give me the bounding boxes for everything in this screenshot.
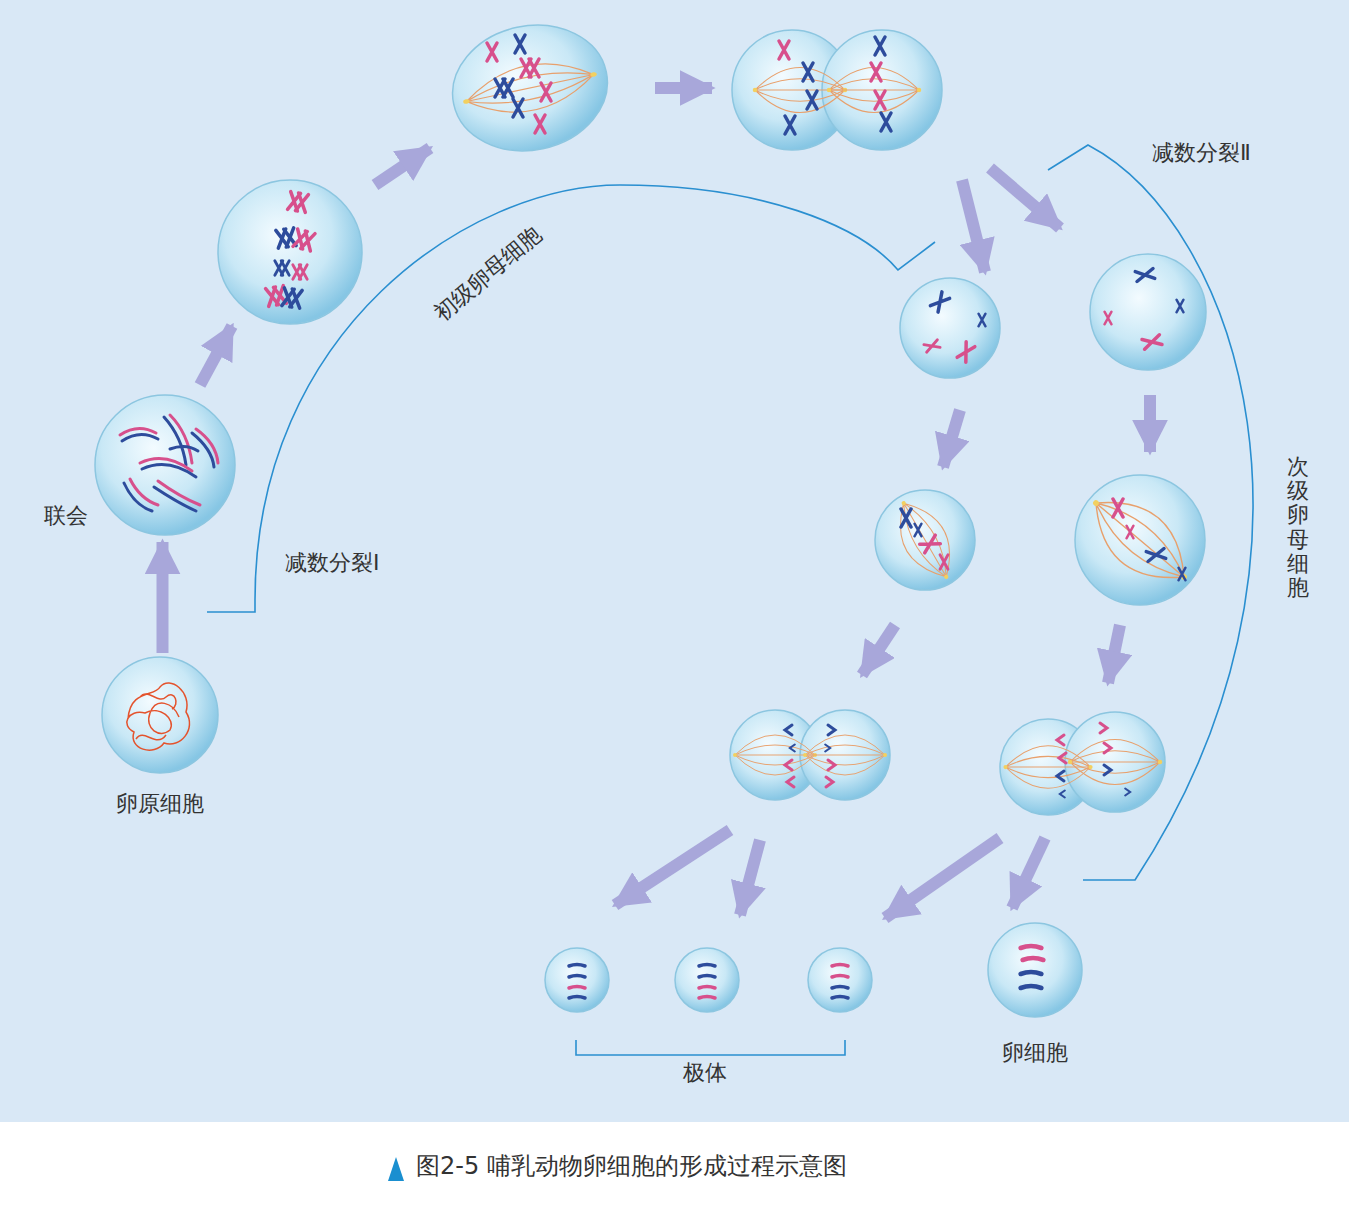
dividing-polar-body [730,710,890,800]
cell-node: 联会 [20,393,238,538]
cell-label: 卵细胞 [985,1040,1085,1066]
polar-bracket [576,1040,845,1055]
stage-label: 减数分裂Ⅰ [285,550,380,576]
cell-node: 卵细胞 [985,920,1085,1080]
figure-caption: 图2-5 哺乳动物卵细胞的形成过程示意图 [416,1152,847,1181]
cell-label: 联会 [36,503,96,529]
metaphase-ii-small [875,490,975,590]
stage-label: 减数分裂Ⅱ [1152,140,1251,166]
metaphase-ii-large [1075,475,1205,605]
primary-oocyte [218,180,362,324]
secondary-oocyte [1090,254,1206,370]
background [0,0,1349,1122]
process-arrow [157,542,169,653]
polar-bodies [545,948,872,1012]
cell-node: 卵原细胞 [100,657,220,829]
cell-label: 卵原细胞 [100,791,220,817]
dividing-secondary-oocyte [1000,712,1165,815]
stage-label: 次级卵母细胞 [1287,455,1309,600]
first-polar-body [900,278,1000,378]
caption-marker [388,1157,404,1181]
dividing-cell [732,30,942,150]
stage-label: 初级卵母细胞 [429,221,547,326]
primary-oocyte-metaphase [441,11,619,165]
stage-label: 极体 [683,1060,727,1086]
process-arrows [200,88,1150,918]
stage-bracket [1048,145,1253,880]
